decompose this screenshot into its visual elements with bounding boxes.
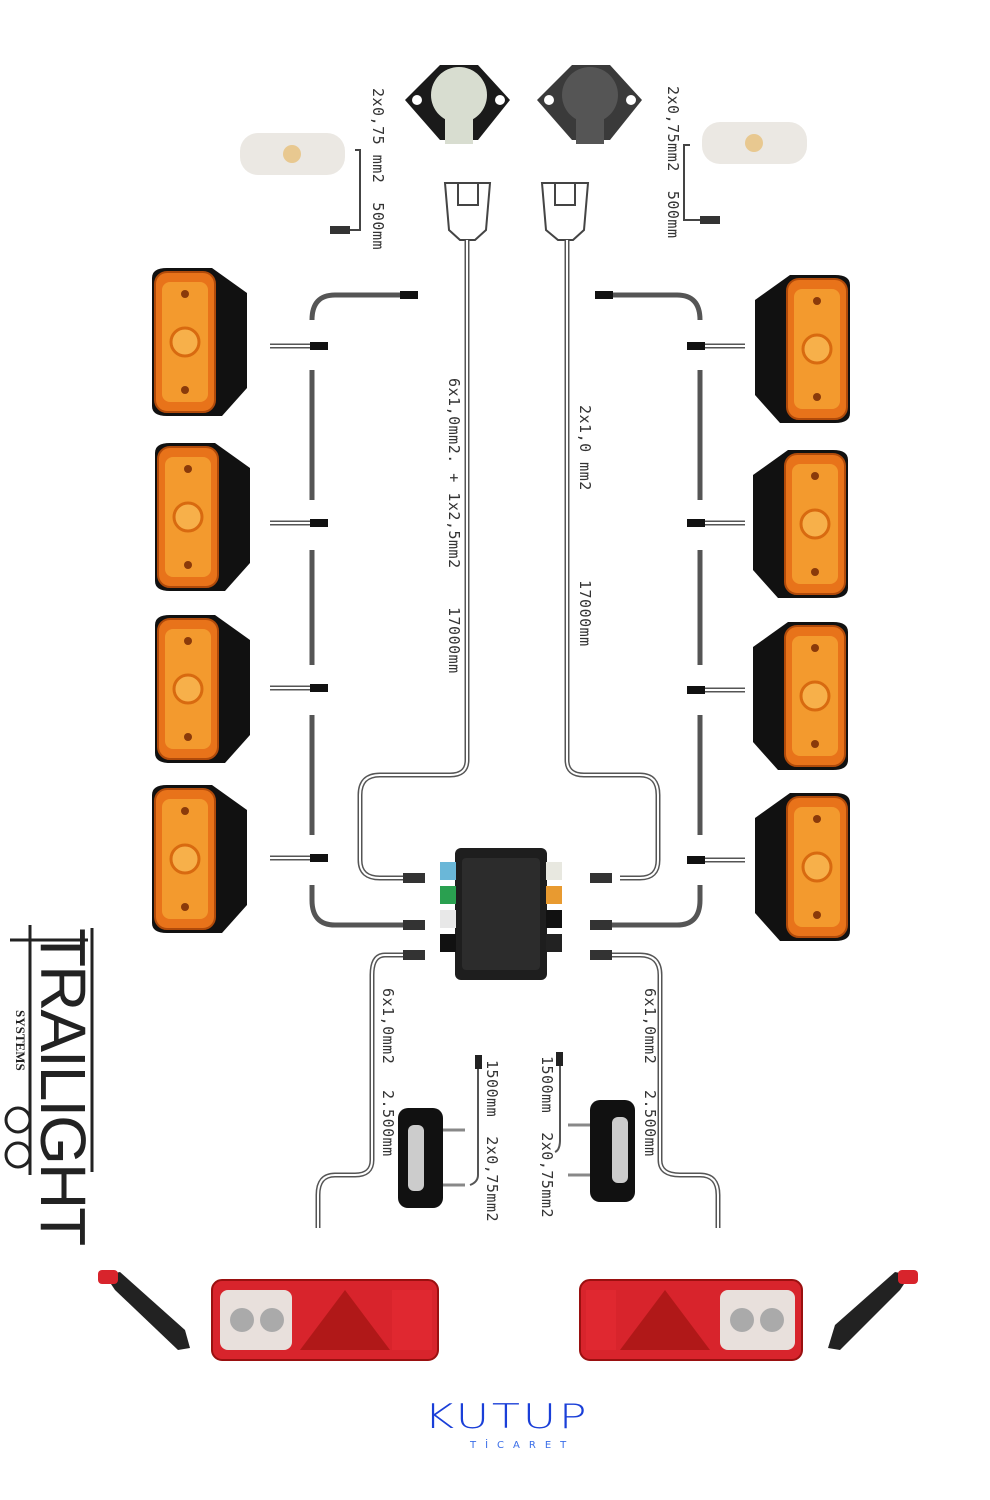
top-left-cable-label: 2x0,75 mm2 500mm (369, 88, 387, 251)
rear-right-length-label: 2.500mm (641, 1090, 659, 1157)
plate-left-cable-label: 1500mm 2x0,75mm2 (483, 1060, 501, 1223)
main-left-length-label: 17000mm (445, 607, 463, 674)
marker-lamp-left-4 (150, 783, 249, 935)
main-left-spec-label: 6x1,0mm2. + 1x2,5mm2 (445, 378, 463, 569)
marker-lamp-left-1 (150, 266, 249, 418)
junction-box (403, 848, 612, 980)
marker-lamp-right-2 (751, 448, 850, 600)
plug-connectors (443, 182, 590, 241)
top-right-cable-label: 2x0,75mm2 500mm (664, 86, 682, 239)
main-right-length-label: 17000mm (576, 580, 594, 647)
marker-lamp-left-2 (153, 441, 252, 593)
socket-left-grey (405, 65, 510, 144)
rear-left-spec-label: 6x1,0mm2 (379, 988, 397, 1065)
rear-left-length-label: 2.500mm (379, 1090, 397, 1157)
marker-lamp-right-4 (753, 791, 852, 943)
marker-lamp-right-1 (753, 273, 852, 425)
trailight-logo-sub: SYSTEMS (13, 1010, 28, 1071)
marker-lamp-left-3 (153, 613, 252, 765)
marker-lamp-right-3 (751, 620, 850, 772)
tail-lamp-left (211, 1279, 439, 1361)
outline-lamp-right (828, 1270, 918, 1350)
outline-lamp-left (98, 1270, 190, 1350)
main-right-spec-label: 2x1,0 mm2 (576, 405, 594, 491)
kutup-logo: KUTUP (424, 1397, 590, 1437)
top-left-marker-light (240, 133, 361, 234)
plate-lamp-right (554, 1052, 635, 1202)
trailight-logo: TRAILIGHT (27, 928, 99, 1245)
plate-right-cable-label: 1500mm 2x0,75mm2 (538, 1056, 556, 1219)
kutup-logo-sub: TİCARET (470, 1440, 576, 1451)
rear-right-spec-label: 6x1,0mm2 (641, 988, 659, 1065)
tail-lamp-right (579, 1279, 803, 1361)
top-right-marker-light (683, 122, 807, 224)
socket-right-black (537, 65, 642, 144)
plate-lamp-left (398, 1055, 482, 1208)
trailight-logo-mark (4, 925, 94, 1175)
